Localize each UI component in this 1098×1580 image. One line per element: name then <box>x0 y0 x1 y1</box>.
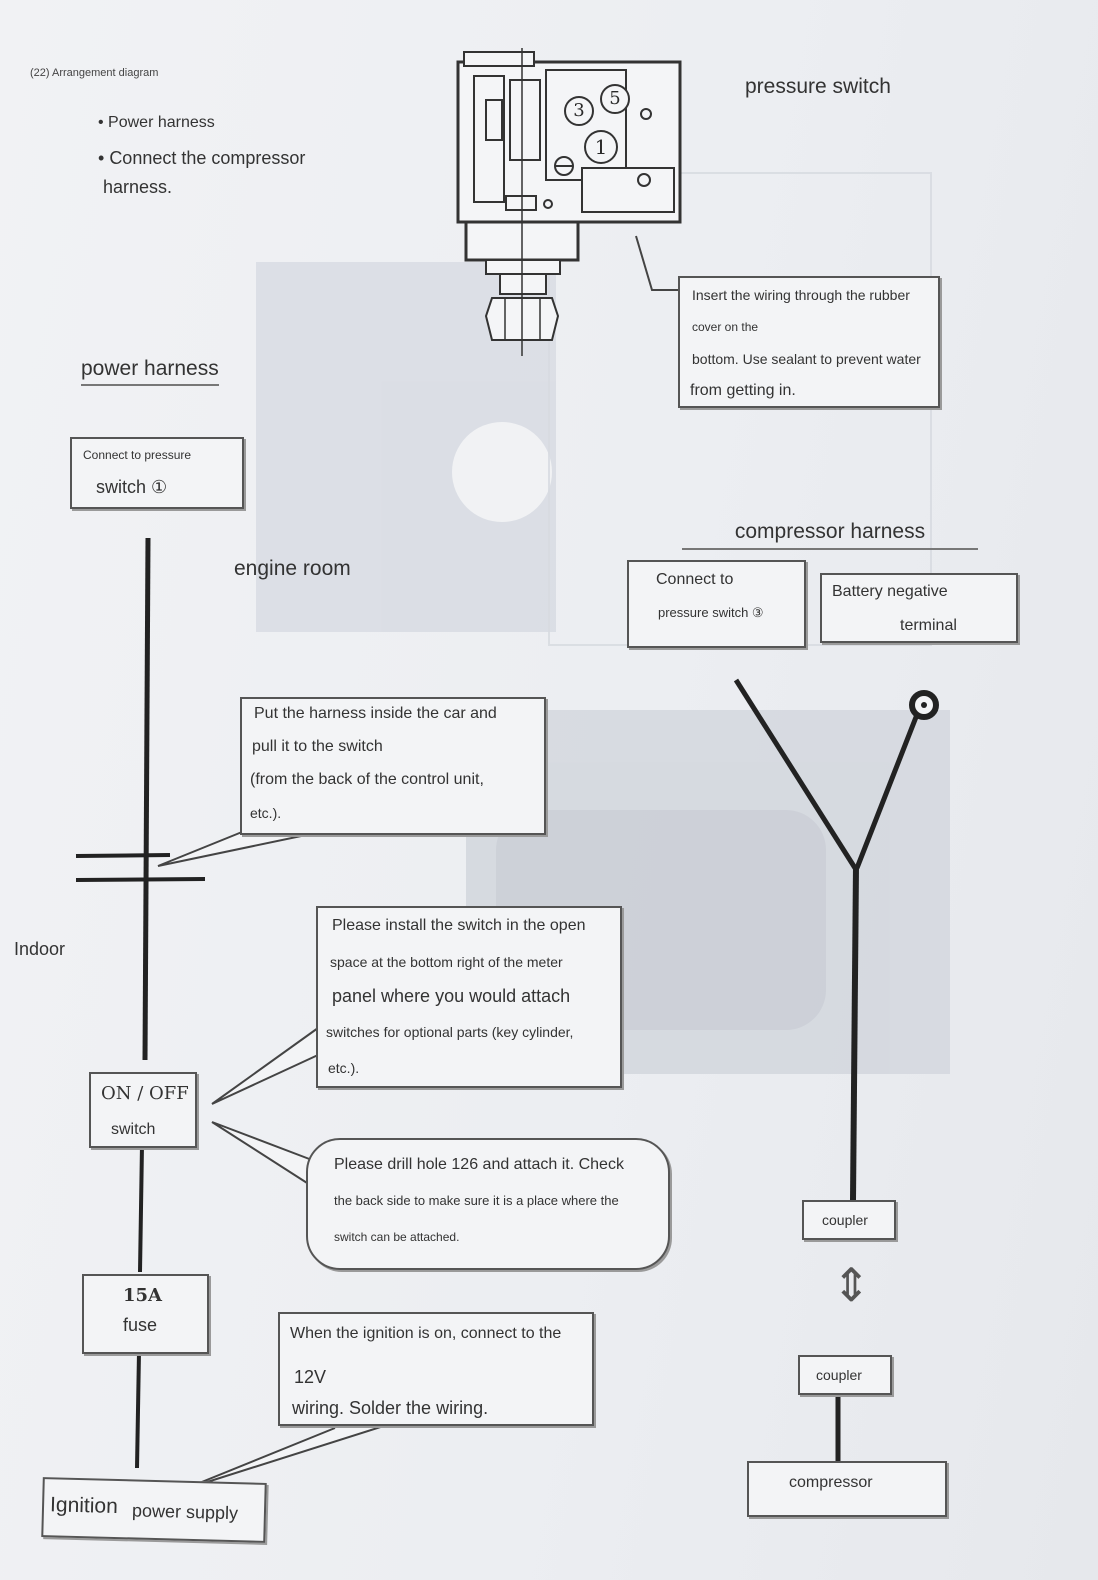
compressor-harness-title: compressor harness <box>682 520 978 550</box>
connect-pressure-switch-1-box: Connect to pressure switch ① <box>70 437 244 509</box>
connect-arrow-icon: ⇕ <box>832 1259 871 1311</box>
note-line: wiring. Solder the wiring. <box>292 1398 489 1418</box>
pressure-switch-drawing <box>456 48 682 356</box>
battery-negative-terminal-box: Battery negative terminal <box>820 573 1018 643</box>
section-title: (22) Arrangement diagram <box>30 67 159 79</box>
compressor-box: compressor <box>747 1461 947 1517</box>
note-line: Insert the wiring through the rubber <box>692 287 910 303</box>
ignition-wiring-note: When the ignition is on, connect to the … <box>278 1312 594 1426</box>
note-line: the back side to make sure it is a place… <box>334 1193 619 1208</box>
background-photo-highlight <box>452 422 552 522</box>
note-line: switch can be attached. <box>334 1230 460 1244</box>
ignition-word: Ignition <box>49 1493 119 1519</box>
callout-pointer <box>211 1121 319 1191</box>
dial-number-1: 1 <box>584 130 618 164</box>
compressor-harness-branch-left <box>733 678 858 870</box>
note-line: Please install the switch in the open <box>332 917 586 934</box>
note-line: bottom. Use sealant to prevent water <box>692 351 921 367</box>
coupler-label: coupler <box>816 1367 862 1383</box>
rubber-cover-note: Insert the wiring through the rubber cov… <box>678 276 940 408</box>
compressor-harness-trunk <box>850 865 859 1201</box>
compressor-label: compressor <box>789 1474 873 1491</box>
bullet-compressor-harness-cont: harness. <box>103 177 173 197</box>
callout-pointer <box>211 1027 319 1105</box>
note-line: pull it to the switch <box>252 738 383 755</box>
note-line: switches for optional parts (key cylinde… <box>326 1024 574 1040</box>
fuse-15a: 15A fuse <box>82 1274 209 1354</box>
bullet-power-harness: • Power harness <box>98 114 215 131</box>
dial-number-5: 5 <box>600 84 630 114</box>
battery-label: terminal <box>900 617 957 634</box>
switch-label: switch <box>111 1121 156 1138</box>
note-line: etc.). <box>328 1060 360 1076</box>
coupler-label: coupler <box>822 1212 868 1228</box>
dial-number-3: 3 <box>564 96 594 126</box>
firewall-line-bottom <box>75 877 206 882</box>
connect-label: Connect to pressure <box>83 448 192 462</box>
bullet-icon: • <box>98 114 109 131</box>
switch-install-note: Please install the switch in the open sp… <box>316 906 622 1088</box>
note-line: cover on the <box>692 320 759 334</box>
note-line: Please drill hole 126 and attach it. Che… <box>334 1156 624 1173</box>
connect-label: Connect to <box>656 571 734 588</box>
callout-pointer <box>181 1423 391 1491</box>
note-line: from getting in. <box>690 382 796 399</box>
note-line: (from the back of the control unit, <box>250 771 484 788</box>
note-line: etc.). <box>250 805 282 821</box>
fuse-rating: 15A <box>123 1285 163 1306</box>
pressure-switch-title: pressure switch <box>745 75 891 98</box>
power-harness-wire <box>142 537 151 1061</box>
coupler-compressor-side: coupler <box>798 1355 892 1395</box>
note-line: panel where you would attach <box>332 986 571 1006</box>
fuse-label: fuse <box>123 1315 158 1335</box>
battery-label: Battery negative <box>832 583 948 600</box>
note-line: space at the bottom right of the meter <box>330 954 563 970</box>
bullet-icon: • <box>98 148 110 168</box>
drill-hole-note: Please drill hole 126 and attach it. Che… <box>306 1138 670 1270</box>
coupler-harness-side: coupler <box>802 1200 896 1240</box>
on-off-switch: ON / OFF switch <box>89 1072 197 1148</box>
ignition-power-supply-label: Ignition power supply <box>41 1477 267 1543</box>
connect-pressure-switch-3-box: Connect to pressure switch ③ <box>627 560 806 648</box>
firewall-line-top <box>75 853 171 858</box>
connect-label: switch ① <box>96 477 168 497</box>
power-harness-title: power harness <box>81 357 219 386</box>
note-line: When the ignition is on, connect to the <box>290 1325 562 1342</box>
note-line: 12V <box>294 1367 327 1387</box>
note-line: Put the harness inside the car and <box>254 705 497 722</box>
engine-room-label: engine room <box>234 557 351 580</box>
callout-pointer <box>157 829 331 867</box>
note-leader-line <box>635 235 678 291</box>
power-supply-word: power supply <box>131 1500 239 1524</box>
power-harness-wire-lower <box>138 1144 144 1273</box>
power-harness-wire-bottom <box>135 1351 141 1469</box>
indoor-label: Indoor <box>14 939 66 959</box>
compressor-harness-branch-right <box>854 711 921 869</box>
harness-routing-note: Put the harness inside the car and pull … <box>240 697 546 835</box>
bullet-compressor-harness: • Connect the compressor <box>98 148 306 168</box>
switch-label: ON / OFF <box>101 1083 189 1104</box>
connect-label: pressure switch ③ <box>658 605 764 620</box>
